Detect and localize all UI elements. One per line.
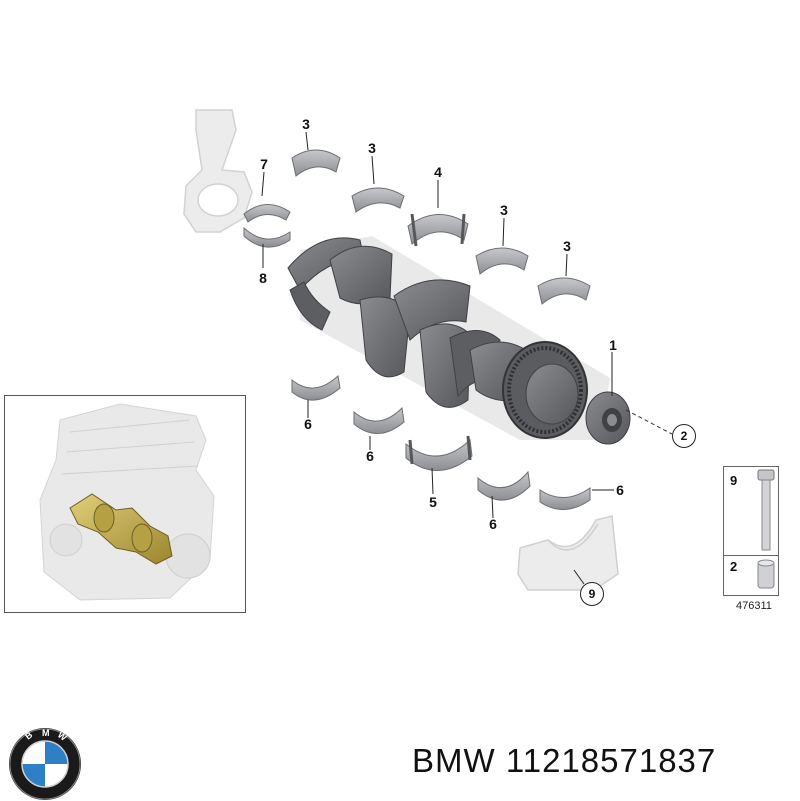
parts-box-number-bottom: 2 [730, 559, 738, 574]
diagram-id: 476311 [736, 600, 772, 612]
parts-box-number-top: 9 [730, 473, 738, 488]
callout-6: 6 [366, 448, 374, 464]
callout-3: 3 [500, 202, 508, 218]
callout-1: 1 [609, 337, 617, 353]
leader-lines [261, 131, 614, 585]
callout-3: 3 [368, 140, 376, 156]
bolt-icon [757, 469, 775, 551]
callout-7: 7 [260, 156, 268, 172]
part-number-label: BMW 11218571837 [412, 742, 717, 779]
callout-6: 6 [616, 482, 624, 498]
bearing-shell-3c [475, 247, 529, 275]
svg-text:M: M [42, 728, 50, 738]
callout-2-circled: 2 [672, 424, 696, 448]
engine-inset-frame [4, 395, 246, 613]
thrust-bearing-4 [407, 213, 469, 247]
callout-5: 5 [429, 494, 437, 510]
callout-6: 6 [304, 416, 312, 432]
engine-inset-illustration [39, 403, 215, 601]
crankshaft [287, 236, 631, 445]
callout-3: 3 [563, 238, 571, 254]
callout-3: 3 [302, 116, 310, 132]
leader-2 [625, 409, 673, 435]
bearing-shell-3d [537, 277, 591, 305]
bearing-shell-6a [291, 375, 341, 401]
connecting-rod-ghost [183, 109, 253, 233]
parts-box-divider [724, 555, 778, 556]
thrust-bearing-5 [405, 435, 473, 471]
bearing-shell-3a [291, 149, 341, 177]
bearing-shell-3b [351, 187, 405, 213]
callout-8: 8 [259, 270, 267, 286]
callout-6: 6 [489, 516, 497, 532]
main-bearing-cap-ghost [517, 515, 619, 591]
bearing-shell-7 [243, 204, 291, 223]
parts-legend-box: 9 2 [723, 466, 779, 596]
callout-9-circled: 9 [580, 582, 604, 606]
bearing-shell-6b [353, 406, 405, 434]
svg-text:B: B [23, 729, 35, 741]
bmw-logo: B M W [9, 728, 81, 800]
dowel-sleeve-icon [757, 559, 775, 589]
bearing-shell-6c [477, 470, 531, 501]
bearing-shell-8 [243, 226, 291, 248]
callout-4: 4 [434, 164, 442, 180]
bearing-shell-6d [539, 487, 591, 510]
